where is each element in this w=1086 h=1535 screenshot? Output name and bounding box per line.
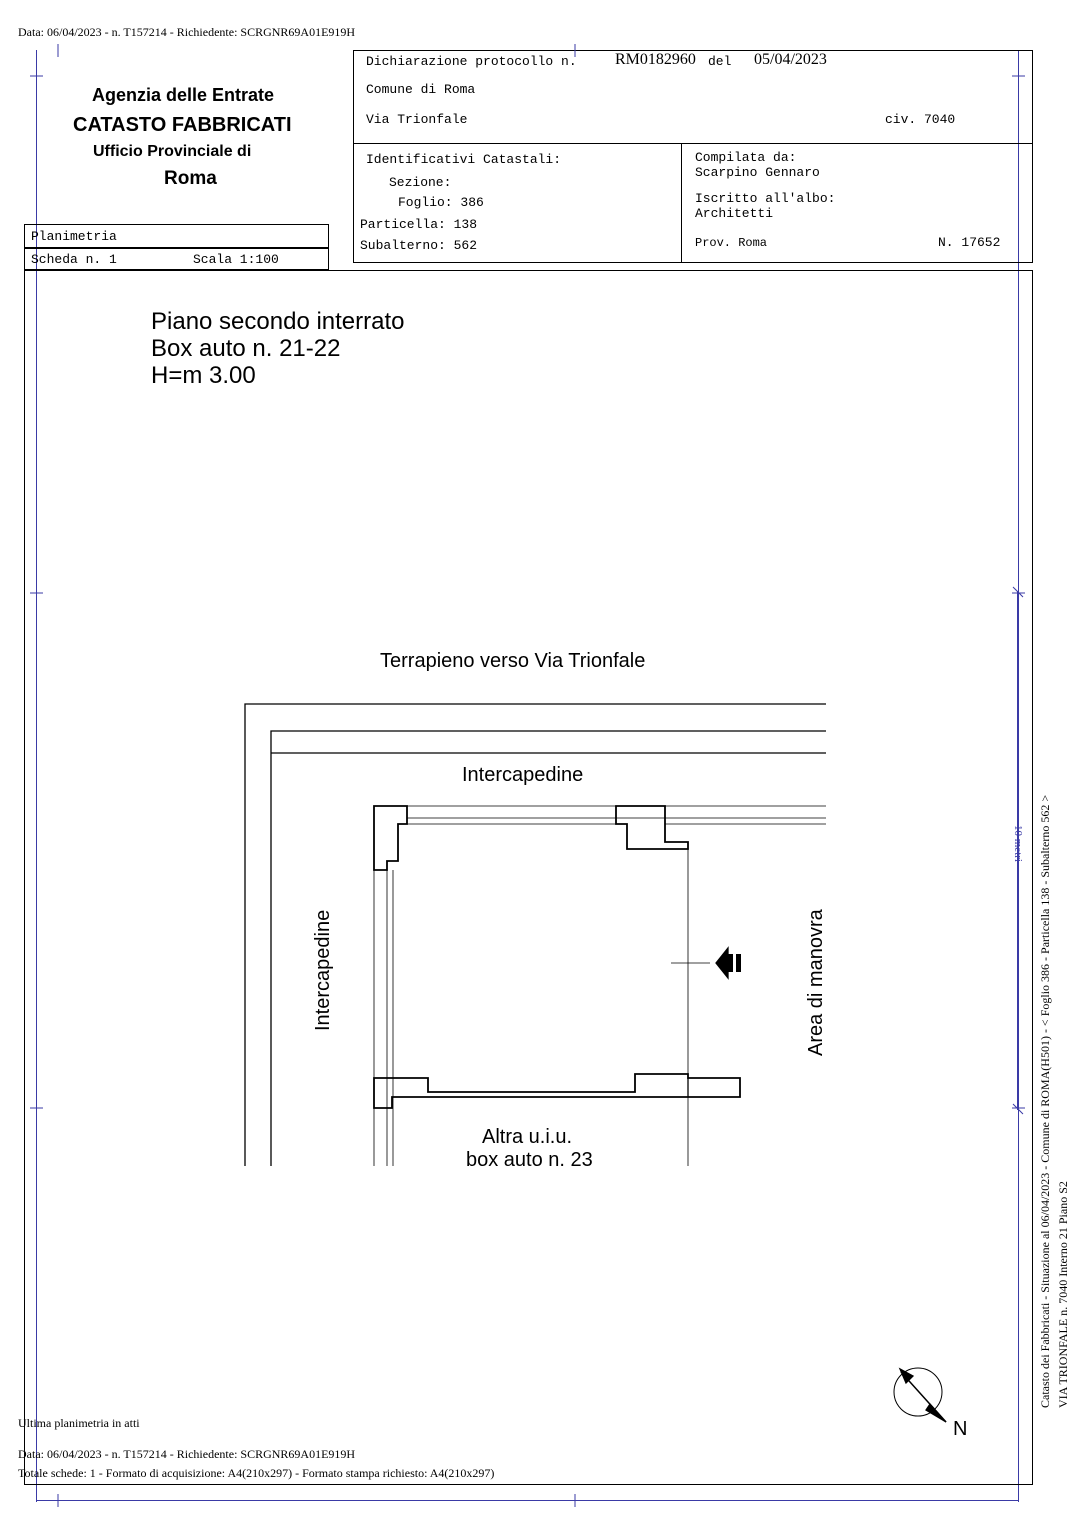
sezione-label: Sezione: xyxy=(389,175,452,190)
altra-uiu-label: Altra u.i.u. xyxy=(482,1126,573,1148)
prov-label: Prov. Roma xyxy=(695,236,768,250)
agency-name: Agenzia delle Entrate xyxy=(92,85,275,105)
particella-value: Particella: 138 xyxy=(360,217,478,232)
intercapedine-left-label: Intercapedine xyxy=(312,909,334,1031)
box-23-label: box auto n. 23 xyxy=(466,1149,593,1171)
guide-left-line xyxy=(36,50,37,1502)
sheet-info-box: Scheda n. 1 Scala 1:100 xyxy=(24,248,329,270)
compiler-label: Compilata da: xyxy=(695,150,797,165)
declaration-box: Dichiarazione protocollo n. RM0182960 de… xyxy=(353,50,1033,144)
terrapieno-label: Terrapieno verso Via Trionfale xyxy=(380,650,646,672)
subalterno-value: Subalterno: 562 xyxy=(360,238,478,253)
comune-label: Comune di Roma xyxy=(366,82,476,97)
footer-schede-line: Totale schede: 1 - Formato di acquisizio… xyxy=(18,1466,495,1480)
declaration-del: del xyxy=(708,54,732,69)
declaration-label: Dichiarazione protocollo n. xyxy=(366,54,577,69)
guide-bottom-line xyxy=(36,1500,1019,1501)
street-label: Via Trionfale xyxy=(366,112,468,127)
scala-value: Scala 1:100 xyxy=(193,252,279,267)
drawing-frame xyxy=(24,270,1033,1485)
albo-number: N. 17652 xyxy=(938,235,1001,250)
scheda-number: Scheda n. 1 xyxy=(31,252,117,267)
north-label: N xyxy=(953,1418,968,1440)
sheet-type: Planimetria xyxy=(31,229,117,244)
declaration-number: RM0182960 xyxy=(615,51,696,68)
sheet-type-box: Planimetria xyxy=(24,224,329,248)
albo-value: Architetti xyxy=(695,206,774,221)
plan-title-height: H=m 3.00 xyxy=(151,362,256,389)
side-text-line2: VIA TRIONFALE n. 7040 Interno 21 Piano S… xyxy=(1056,1181,1070,1408)
declaration-date: 05/04/2023 xyxy=(754,51,827,68)
ufficio-city: Roma xyxy=(164,168,217,189)
identifiers-title: Identificativi Catastali: xyxy=(366,152,562,167)
ultima-planimetria: Ultima planimetria in atti xyxy=(18,1416,140,1430)
top-data-line: Data: 06/04/2023 - n. T157214 - Richiede… xyxy=(18,25,356,39)
compiler-box: Compilata da: Scarpino Gennaro Iscritto … xyxy=(681,143,1033,263)
albo-label: Iscritto all'albo: xyxy=(695,191,836,206)
plan-title-box: Box auto n. 21-22 xyxy=(151,335,341,362)
foglio-value: Foglio: 386 xyxy=(398,195,484,210)
scale-marker-label: 10 metri xyxy=(1012,825,1024,862)
area-manovra-label: Area di manovra xyxy=(805,909,827,1056)
plan-title-floor: Piano secondo interrato xyxy=(151,308,405,335)
civic-number: civ. 7040 xyxy=(885,112,956,127)
catasto-title: CATASTO FABBRICATI xyxy=(73,114,292,136)
ufficio-label: Ufficio Provinciale di xyxy=(93,143,252,160)
compiler-name: Scarpino Gennaro xyxy=(695,165,820,180)
intercapedine-top-label: Intercapedine xyxy=(462,764,584,786)
side-text-line1: Catasto dei Fabbricati - Situazione al 0… xyxy=(1038,794,1052,1408)
footer-data-line: Data: 06/04/2023 - n. T157214 - Richiede… xyxy=(18,1447,356,1461)
